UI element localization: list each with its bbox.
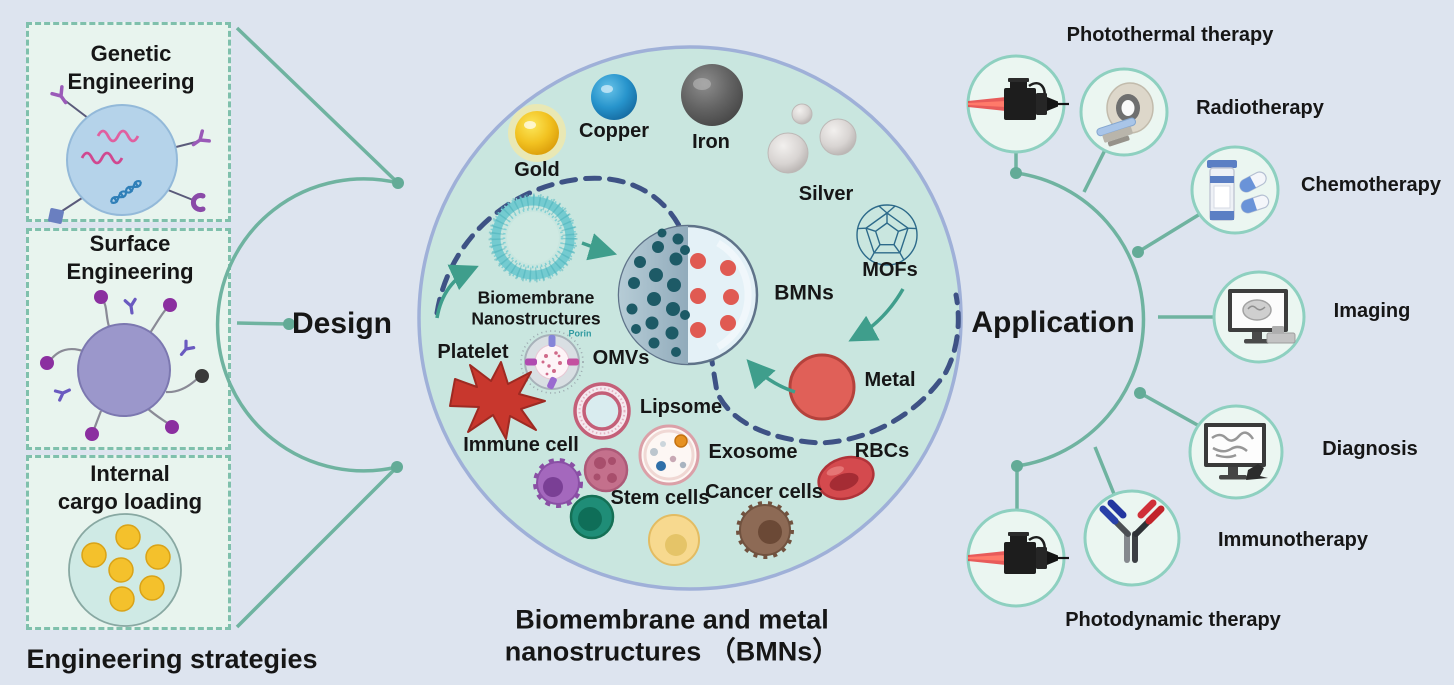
- gold-sphere: [515, 111, 559, 155]
- ct-scanner-icon: [1096, 82, 1154, 147]
- metal-label: Metal: [864, 369, 916, 391]
- diagnosis-monitor-icon: [1204, 423, 1268, 480]
- metal-nanoparticles: [508, 64, 918, 266]
- immunotherapy-label: Immunotherapy: [1217, 529, 1369, 551]
- iron-label: Iron: [692, 131, 730, 153]
- panel-title-cargo: Internal cargo loading: [57, 460, 203, 514]
- membrane-dots: [626, 228, 690, 357]
- cancer-cells-label: Cancer cells: [705, 481, 823, 503]
- metal-node-icon: [788, 353, 856, 421]
- rbc-icon: [817, 455, 875, 501]
- yellow-cell-icon: [648, 514, 700, 566]
- stem-cells-label: Stem cells: [610, 487, 710, 509]
- photothermal-label: Photothermal therapy: [1066, 24, 1274, 46]
- engineering-strategies-label: Engineering strategies: [26, 643, 318, 674]
- panel-title-genetic: Genetic Engineering: [67, 40, 195, 94]
- design-connector-lines: [215, 26, 400, 629]
- metal-core-dots: [690, 253, 739, 338]
- iron-sphere: [681, 64, 743, 126]
- bmns-label: BMNs: [774, 281, 834, 305]
- cancer-cell-icon: [736, 501, 794, 559]
- biomembrane-nanostructures-label: Biomembrane Nanostructures: [471, 287, 601, 328]
- immune-cell-label: Immune cell: [463, 434, 579, 456]
- silver-label: Silver: [798, 183, 854, 205]
- gold-label: Gold: [514, 159, 560, 181]
- imaging-label: Imaging: [1333, 300, 1411, 322]
- copper-label: Copper: [579, 120, 649, 142]
- application-connector-lines: [1014, 145, 1214, 510]
- silver-sphere-right: [819, 118, 857, 156]
- diagnosis-label: Diagnosis: [1322, 438, 1418, 460]
- surface-engineering-icon: [40, 290, 209, 441]
- porin-label: Porin: [568, 328, 592, 339]
- exosome-icon: [638, 424, 700, 486]
- genetic-engineering-icon: [48, 85, 211, 224]
- mof-cage-icon: [856, 204, 918, 266]
- platelet-label: Platelet: [437, 341, 509, 363]
- cargo-loading-icon: [68, 513, 182, 627]
- chemotherapy-pills-icon: [1207, 160, 1270, 221]
- omvs-label: OMVs: [592, 347, 650, 369]
- stem-cell-icon: [583, 447, 629, 493]
- silver-sphere-left: [767, 132, 809, 174]
- porin-channels: [525, 335, 579, 390]
- immune-cell-icon: [533, 458, 583, 508]
- imaging-monitor-icon: [1228, 289, 1296, 344]
- panel-title-surface: Surface Engineering: [66, 230, 194, 284]
- chemotherapy-label: Chemotherapy: [1300, 174, 1442, 196]
- omv-icon: [520, 330, 584, 394]
- application-junction-dots: [1010, 167, 1146, 472]
- mofs-label: MOFs: [862, 259, 918, 281]
- t-cell-icon: [569, 494, 615, 540]
- figure-caption: Biomembrane and metal nanostructures （BM…: [504, 604, 840, 667]
- lipsome-icon: [573, 382, 631, 440]
- design-label: Design: [291, 307, 393, 340]
- application-label: Application: [971, 306, 1135, 339]
- process-arrows: [435, 233, 905, 394]
- photodynamic-label: Photodynamic therapy: [1065, 609, 1281, 631]
- silver-sphere-small: [791, 103, 813, 125]
- chemotherapy-circle: [1190, 145, 1280, 235]
- rbcs-label: RBCs: [854, 440, 910, 462]
- radiotherapy-label: Radiotherapy: [1196, 97, 1324, 119]
- antibody-icon: [1099, 499, 1165, 563]
- copper-sphere: [591, 74, 637, 120]
- biomembrane-vesicle-icon: [488, 193, 578, 283]
- platelet-icon: [449, 361, 546, 440]
- exosome-label: Exosome: [708, 441, 798, 463]
- bmns-hybrid-sphere: [617, 224, 759, 366]
- lipsome-label: Lipsome: [639, 396, 723, 418]
- design-junction-dots: [283, 177, 404, 473]
